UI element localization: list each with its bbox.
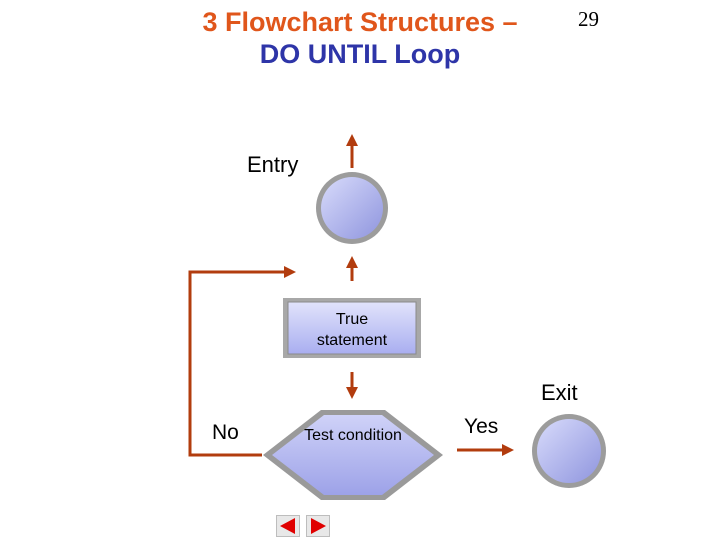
triangle-left-icon bbox=[280, 518, 295, 534]
exit-connector-circle bbox=[532, 414, 606, 488]
statement-up-arrow bbox=[346, 256, 358, 281]
statement-text: True statement bbox=[316, 311, 388, 349]
entry-arrow bbox=[346, 134, 358, 168]
yes-label: Yes bbox=[464, 415, 499, 438]
entry-label: Entry bbox=[247, 152, 299, 177]
slide-title: 3 Flowchart Structures – DO UNTIL Loop bbox=[0, 6, 720, 70]
prev-slide-button[interactable] bbox=[276, 515, 300, 537]
no-label: No bbox=[212, 421, 239, 444]
loop-back-arrow bbox=[188, 266, 296, 457]
entry-connector-circle bbox=[316, 172, 388, 244]
slide-number: 29 bbox=[578, 7, 599, 31]
condition-text: Test condition bbox=[304, 427, 402, 444]
title-line-2: DO UNTIL Loop bbox=[259, 39, 461, 69]
exit-label: Exit bbox=[541, 380, 578, 405]
test-condition-diamond bbox=[263, 410, 443, 500]
next-slide-button[interactable] bbox=[306, 515, 330, 537]
statement-box bbox=[283, 298, 421, 358]
triangle-right-icon bbox=[311, 518, 326, 534]
condition-down-arrow bbox=[346, 372, 358, 399]
yes-arrow bbox=[457, 444, 514, 456]
title-line-1: 3 Flowchart Structures – bbox=[202, 7, 518, 37]
